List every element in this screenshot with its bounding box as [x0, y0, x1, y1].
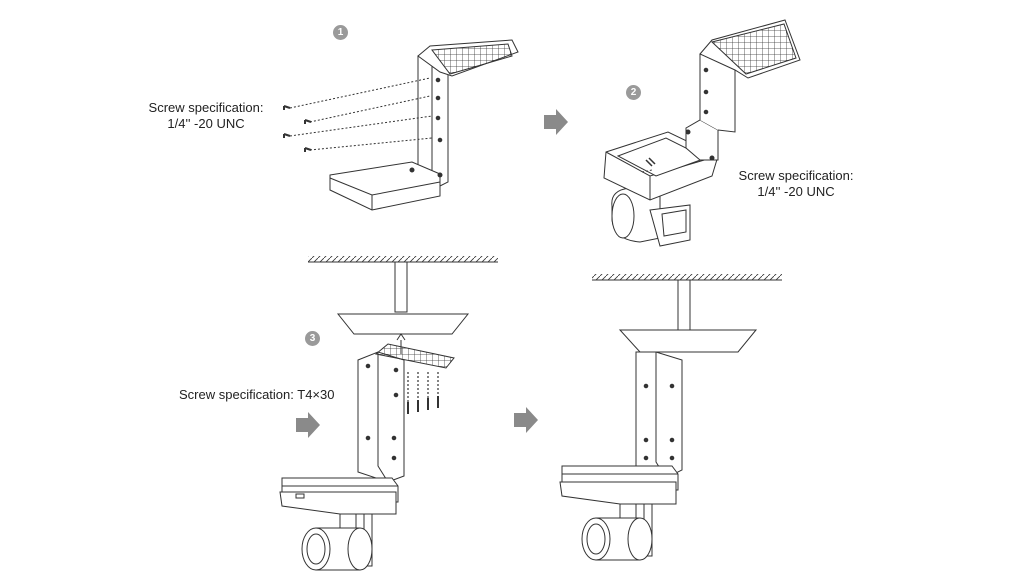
flow-arrow-3 — [296, 412, 320, 438]
step2-camera-on-bracket — [603, 19, 801, 247]
step-badge-3: 3 — [305, 331, 320, 346]
step1-bracket-assembly — [329, 39, 519, 211]
step3-ceiling-install — [279, 256, 498, 571]
screw-spec-label-step2: Screw specification: 1/4'' -20 UNC — [732, 168, 860, 200]
screw-spec-title: Screw specification: — [738, 168, 854, 183]
step-badge-2: 2 — [626, 85, 641, 100]
screw-spec-title: Screw specification: — [148, 100, 264, 115]
screw-spec-label-step1: Screw specification: 1/4'' -20 UNC — [142, 100, 270, 132]
step-badge-1: 1 — [333, 25, 348, 40]
step1-screws — [283, 77, 433, 152]
flow-arrow-1 — [544, 109, 568, 135]
screw-spec-label-step3: Screw specification: T4×30 — [179, 387, 335, 402]
screw-spec-value: 1/4'' -20 UNC — [757, 184, 835, 199]
final-installed-assembly — [559, 274, 782, 561]
screw-spec-value: 1/4'' -20 UNC — [167, 116, 245, 131]
flow-arrow-4 — [514, 407, 538, 433]
